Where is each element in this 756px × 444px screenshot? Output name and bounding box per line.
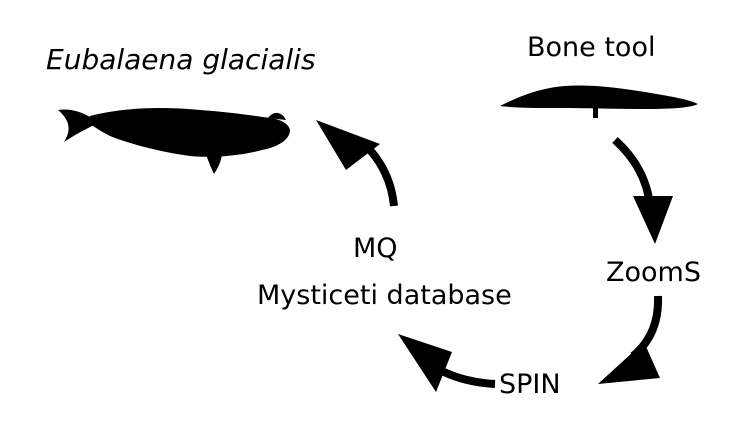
arrow-zooms-to-spin [598,295,663,384]
bone-tool-label: Bone tool [527,32,656,63]
database-label: Mysticeti database [257,280,512,311]
bone-tool-icon [500,85,698,118]
species-label: Eubalaena glacialis [46,43,316,76]
arrow-spin-to-database [398,334,496,392]
whale-silhouette-icon [58,108,290,174]
mq-label: MQ [353,233,398,264]
spin-label: SPIN [499,369,561,400]
arrow-database-to-whale [316,120,398,207]
arrow-tool-to-zooms [612,137,673,244]
zooms-label: ZoomS [606,257,701,288]
